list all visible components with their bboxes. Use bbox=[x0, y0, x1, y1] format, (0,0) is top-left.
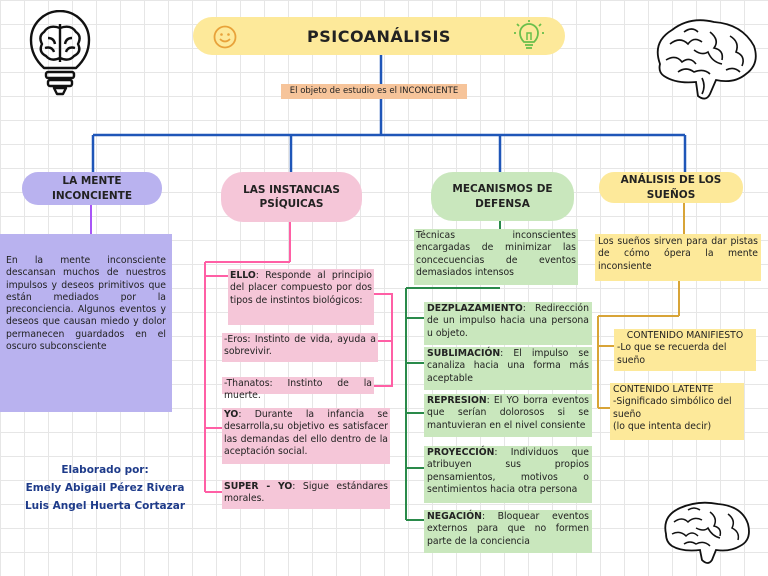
definition: : Sigue estándares morales. bbox=[224, 481, 388, 505]
term: PROYECCIÓN bbox=[427, 447, 495, 458]
definition: -Eros: Instinto de vida, ayuda a sobrevi… bbox=[224, 334, 376, 358]
author-name: Luis Angel Huerta Cortazar bbox=[24, 499, 186, 512]
author-name: Emely Abigail Pérez Rivera bbox=[25, 481, 185, 494]
definition: -Thanatos: Instinto de la muerte. bbox=[224, 378, 372, 402]
branch-label: MECANISMOS DE DEFENSA bbox=[452, 183, 553, 210]
lightbulb-brain-icon bbox=[29, 10, 91, 96]
mecanismo-sublimacion: SUBLIMACIÓN: El impulso se canaliza haci… bbox=[424, 347, 592, 390]
brain-icon bbox=[664, 501, 750, 564]
definition: : Responde al principio del placer compu… bbox=[230, 270, 372, 306]
latente-note: (lo que intenta decir) bbox=[613, 420, 712, 432]
contenido-latente: CONTENIDO LATENTE -Significado simbólico… bbox=[610, 383, 744, 440]
brain-icon bbox=[656, 19, 757, 100]
latente-text: -Significado simbólico del sueño bbox=[613, 396, 732, 420]
mecanismo-negacion: NEGACIÓN: Bloquear eventos externos para… bbox=[424, 510, 592, 553]
branch-label: ANÁLISIS DE LOS SUEÑOS bbox=[620, 174, 722, 201]
definition: : Bloquear eventos externos para que no … bbox=[427, 511, 589, 547]
mecanismo-desplazamiento: DEZPLAZAMIENTO: Redirección de un impuls… bbox=[424, 302, 592, 345]
branch-instancias-psiquicas: LAS INSTANCIAS PSÍQUICAS bbox=[221, 172, 362, 222]
mecanismo-represion: REPRESION: El YO borra eventos que sería… bbox=[424, 394, 592, 437]
branch-analisis-suenos: ANÁLISIS DE LOS SUEÑOS bbox=[599, 172, 743, 203]
term: NEGACIÓN bbox=[427, 511, 482, 522]
definition: : Individuos que atribuyen sus propios p… bbox=[427, 447, 589, 495]
page-title: PSICOANÁLISIS bbox=[307, 26, 451, 46]
instancia-eros: -Eros: Instinto de vida, ayuda a sobrevi… bbox=[222, 333, 378, 362]
branch-label: LAS INSTANCIAS PSÍQUICAS bbox=[243, 183, 340, 210]
mecanismos-intro: Técnicas inconscientes encargadas de min… bbox=[414, 229, 578, 285]
term: ELLO bbox=[230, 270, 256, 281]
manifiesto-title: CONTENIDO MANIFIESTO bbox=[626, 330, 744, 341]
subtitle-box: El objeto de estudio es el INCONCIENTE bbox=[281, 84, 467, 99]
term: SUBLIMACIÓN bbox=[427, 348, 501, 359]
instancia-yo: YO: Durante la infancia se desarrolla,su… bbox=[222, 408, 390, 464]
intro-text: Técnicas inconscientes encargadas de min… bbox=[416, 230, 576, 278]
term: YO bbox=[224, 409, 239, 420]
contenido-manifiesto: CONTENIDO MANIFIESTO -Lo que se recuerda… bbox=[614, 329, 756, 371]
latente-title: CONTENIDO LATENTE bbox=[613, 384, 714, 395]
instancia-ello: ELLO: Responde al principio del placer c… bbox=[228, 269, 374, 325]
definition: : El impulso se canaliza hacia una forma… bbox=[427, 348, 589, 384]
intro-text: Los sueños sirven para dar pistas de cóm… bbox=[598, 236, 758, 272]
term: DEZPLAZAMIENTO bbox=[427, 303, 523, 314]
mecanismo-proyeccion: PROYECCIÓN: Individuos que atribuyen sus… bbox=[424, 446, 592, 503]
mente-text: En la mente inconsciente descansan mucho… bbox=[6, 255, 166, 352]
instancia-thanatos: -Thanatos: Instinto de la muerte. bbox=[222, 377, 374, 401]
instancia-super-yo: SUPER - YO: Sigue estándares morales. bbox=[222, 480, 390, 509]
term: SUPER - YO bbox=[224, 481, 293, 492]
mente-description: En la mente inconsciente descansan mucho… bbox=[0, 234, 172, 412]
credits: Elaborado por: Emely Abigail Pérez River… bbox=[20, 462, 190, 516]
definition: : Redirección de un impulso hacia una pe… bbox=[427, 303, 589, 339]
branch-mente-inconciente: LA MENTE INCONCIENTE bbox=[22, 172, 162, 205]
definition: : El YO borra eventos que serían doloros… bbox=[427, 395, 589, 431]
branch-label: LA MENTE INCONCIENTE bbox=[51, 175, 133, 202]
term: REPRESION bbox=[427, 395, 487, 406]
branch-mecanismos-defensa: MECANISMOS DE DEFENSA bbox=[431, 172, 574, 221]
credits-heading: Elaborado por: bbox=[61, 464, 149, 476]
title-banner: PSICOANÁLISIS bbox=[193, 17, 565, 55]
definition: : Durante la infancia se desarrolla,su o… bbox=[224, 409, 388, 457]
smiley-icon bbox=[213, 25, 237, 49]
suenos-intro: Los sueños sirven para dar pistas de cóm… bbox=[595, 234, 761, 281]
idea-lightbulb-icon bbox=[514, 20, 544, 49]
manifiesto-text: -Lo que se recuerda del sueño bbox=[617, 342, 727, 366]
